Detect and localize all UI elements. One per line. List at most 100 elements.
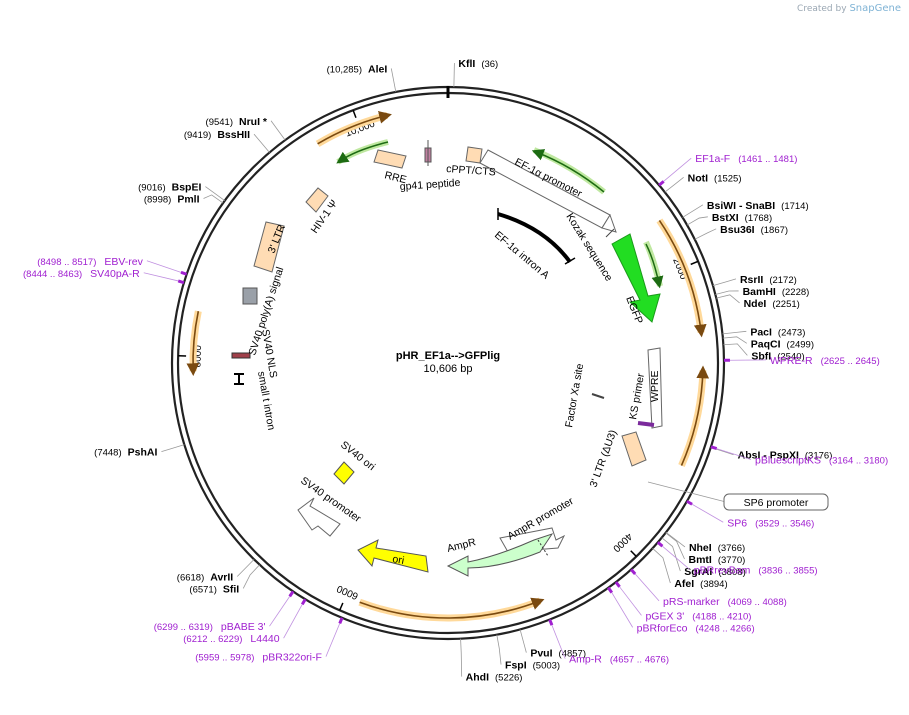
enzyme-leader [661, 537, 681, 572]
primer-mark [177, 279, 185, 285]
enzyme-coord: (36) [481, 59, 498, 70]
enzyme-name: AleI [368, 63, 387, 75]
enzyme-name: NdeI [744, 298, 767, 310]
wpre-feature: WPRE [647, 347, 663, 429]
enzyme-leader [665, 532, 685, 560]
tick-mark [352, 109, 357, 118]
cppt-label: cPPT/CTS [446, 163, 496, 178]
enzyme-label: FspI (5003) [505, 660, 560, 672]
enzyme-leader [723, 343, 748, 356]
sp6-promoter-label: SP6 promoter [744, 497, 809, 509]
enzyme-name: FspI [505, 660, 527, 672]
enzyme-leader [253, 133, 270, 153]
enzyme-leader [161, 444, 185, 453]
primer-name: EBV-rev [104, 256, 143, 268]
sv40-ori-feature: SV40 ori [333, 439, 377, 485]
ampr-label: AmpR [446, 536, 478, 555]
primer-leader [716, 448, 752, 460]
primer-name: L4440 [250, 633, 279, 645]
enzyme-coord: (3176) [805, 451, 832, 462]
enzyme-leader [722, 330, 747, 335]
egfp-feature: EGFP [611, 233, 661, 326]
enzyme-coord: (9016) [138, 183, 165, 194]
gp41-feature: gp41 peptide [399, 140, 461, 193]
enzyme-label: SbfI(2540) [751, 350, 804, 362]
primer-mark [656, 541, 664, 548]
enzyme-coord: (2228) [782, 287, 809, 298]
primer-coord: (6299 .. 6319) [154, 622, 213, 633]
ltr3-feature: 3' LTR [253, 221, 288, 273]
hiv-psi-feature: HIV-1 Ψ [305, 187, 340, 236]
primer-leader [283, 604, 303, 639]
enzyme-label: PacI(2473) [750, 326, 805, 338]
primer-label: pBRforEco(4248 .. 4266) [637, 622, 755, 634]
primer-leader [269, 596, 291, 627]
enzyme-coord: (10,285) [327, 64, 362, 75]
primer-coord: (3836 .. 3855) [758, 566, 817, 577]
primer-name: pRS-marker [663, 596, 720, 608]
primer-sites: EF1a-F(1461 .. 1481) WPRE-R(2625 .. 2645)… [23, 153, 888, 665]
enzyme-label: Bsu36I(1867) [720, 224, 788, 236]
enzyme-name: NotI [688, 172, 708, 184]
enzyme-leader [242, 564, 260, 589]
enzyme-label: PaqCI(2499) [751, 338, 814, 350]
snapgene-brand: SnapGene [849, 3, 901, 14]
enzyme-coord: (3766) [718, 543, 745, 554]
enzyme-label: (10,285) AleI [327, 63, 388, 75]
primer-mark [658, 180, 665, 187]
sp6-promoter-box: SP6 promoter [647, 481, 829, 511]
enzyme-name: NruI * [239, 116, 268, 128]
enzyme-name: PmlI [177, 194, 199, 206]
primer-coord: (6212 .. 6229) [183, 634, 242, 645]
primer-name: pBluescriptKS [755, 455, 821, 467]
tick-label: 4000 [610, 530, 634, 554]
enzyme-label: (9016)BspEI [138, 182, 201, 194]
primer-coord: (4248 .. 4266) [695, 623, 754, 634]
primer-mark [630, 568, 637, 575]
enzyme-coord: (7448) [94, 448, 121, 459]
cppt-feature: cPPT/CTS [446, 146, 496, 178]
ef1a-intron-feature: EF-1α intron A [492, 208, 576, 282]
primer-leader [691, 503, 724, 523]
orf-arc [317, 111, 392, 145]
enzyme-leader [712, 278, 737, 287]
primer-label: (5959 .. 5978)pBR322ori-F [195, 652, 322, 664]
small-t-intron-label: small t intron [255, 370, 277, 431]
enzyme-coord: (3808) [718, 567, 745, 578]
primer-label: SP6(3529 .. 3546) [727, 517, 814, 529]
enzyme-label: (6618)AvrII [177, 571, 234, 583]
primer-coord: (8498 .. 8517) [37, 257, 96, 268]
orf-arc [186, 311, 200, 377]
sv40-promoter-feature: SV40 promoter [297, 475, 363, 537]
primer-leader [551, 625, 566, 659]
enzyme-coord: (2172) [769, 275, 796, 286]
primer-leader [662, 545, 691, 570]
enzyme-sites: KflI(36)NotI(1525)BsiWI - SnaBI(1714)Bst… [94, 58, 832, 684]
primer-leader [325, 623, 341, 657]
tick-mark [690, 260, 699, 266]
primer-label: EF1a-F(1461 .. 1481) [695, 153, 797, 165]
primer-coord: (3164 .. 3180) [829, 456, 888, 467]
ori-feature: ori [357, 539, 429, 573]
primer-coord: (1461 .. 1481) [738, 154, 797, 165]
primer-coord: (5959 .. 5978) [195, 653, 254, 664]
primer-label: (8444 .. 8463)SV40pA-R [23, 268, 140, 280]
tick-label: 6000 [335, 582, 360, 601]
enzyme-leader [205, 186, 226, 201]
primer-label: WPRE-R(2625 .. 2645) [770, 355, 880, 367]
primer-mark [607, 586, 613, 594]
enzyme-coord: (5226) [495, 673, 522, 684]
enzyme-name: RsrII [740, 274, 763, 286]
credit: Created by SnapGene [797, 3, 901, 14]
enzyme-leader [390, 68, 397, 93]
rre-label: RRE [383, 169, 407, 186]
primer-coord: (4657 .. 4676) [610, 655, 669, 666]
enzyme-coord: (1714) [781, 201, 808, 212]
ltr3-du3-label: 3' LTR (ΔU3) [588, 428, 620, 489]
enzyme-label: BmtI(3770) [689, 554, 746, 566]
enzyme-coord: (9541) [206, 117, 233, 128]
primer-label: (8498 .. 8517) EBV-rev [37, 256, 143, 268]
enzyme-label: BamHI(2228) [743, 286, 810, 298]
enzyme-coord: (5003) [533, 661, 560, 672]
enzyme-coord: (6571) [189, 584, 216, 595]
